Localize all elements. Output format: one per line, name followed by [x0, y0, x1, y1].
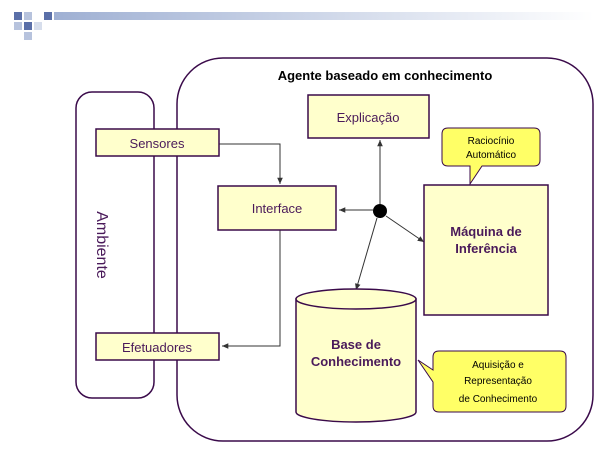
raciocinio-callout-line1: Raciocínio — [468, 136, 515, 147]
aquisicao-callout — [417, 350, 567, 413]
efetuadores-box — [95, 332, 220, 361]
environment-box — [75, 91, 155, 399]
aquisicao-callout-line3: de Conhecimento — [459, 394, 538, 405]
maquina-inferencia-label-line2: Inferência — [455, 241, 517, 256]
base-conhecimento-label-line2: Conhecimento — [311, 354, 401, 369]
base-conhecimento-label-line1: Base de — [331, 337, 381, 352]
hub-node — [373, 204, 387, 218]
raciocinio-callout — [441, 127, 541, 186]
connector-hub-maquina — [385, 215, 425, 243]
base-conhecimento-cylinder — [295, 288, 417, 423]
aquisicao-callout-line2: Representação — [464, 376, 532, 387]
slide-title-rule — [54, 12, 594, 20]
environment-label: Ambiente — [93, 211, 110, 279]
sensores-label: Sensores — [130, 136, 185, 151]
efetuadores-label: Efetuadores — [122, 340, 193, 355]
raciocinio-callout-line2: Automático — [466, 150, 516, 161]
explicacao-box — [307, 94, 430, 139]
connector-interface-efetuadores — [222, 230, 281, 349]
maquina-inferencia-label-line1: Máquina de — [450, 224, 522, 239]
maquina-inferencia-box — [423, 184, 549, 316]
explicacao-label: Explicação — [337, 110, 400, 125]
aquisicao-callout-line1: Aquisição e — [472, 360, 524, 371]
connector-sensores-interface — [219, 143, 283, 184]
sensores-box — [95, 128, 220, 157]
connector-hub-base — [355, 217, 378, 291]
interface-box — [217, 185, 337, 231]
interface-label: Interface — [252, 201, 303, 216]
agent-title: Agente baseado em conhecimento — [278, 68, 493, 83]
slide-logo-icon — [14, 12, 52, 40]
